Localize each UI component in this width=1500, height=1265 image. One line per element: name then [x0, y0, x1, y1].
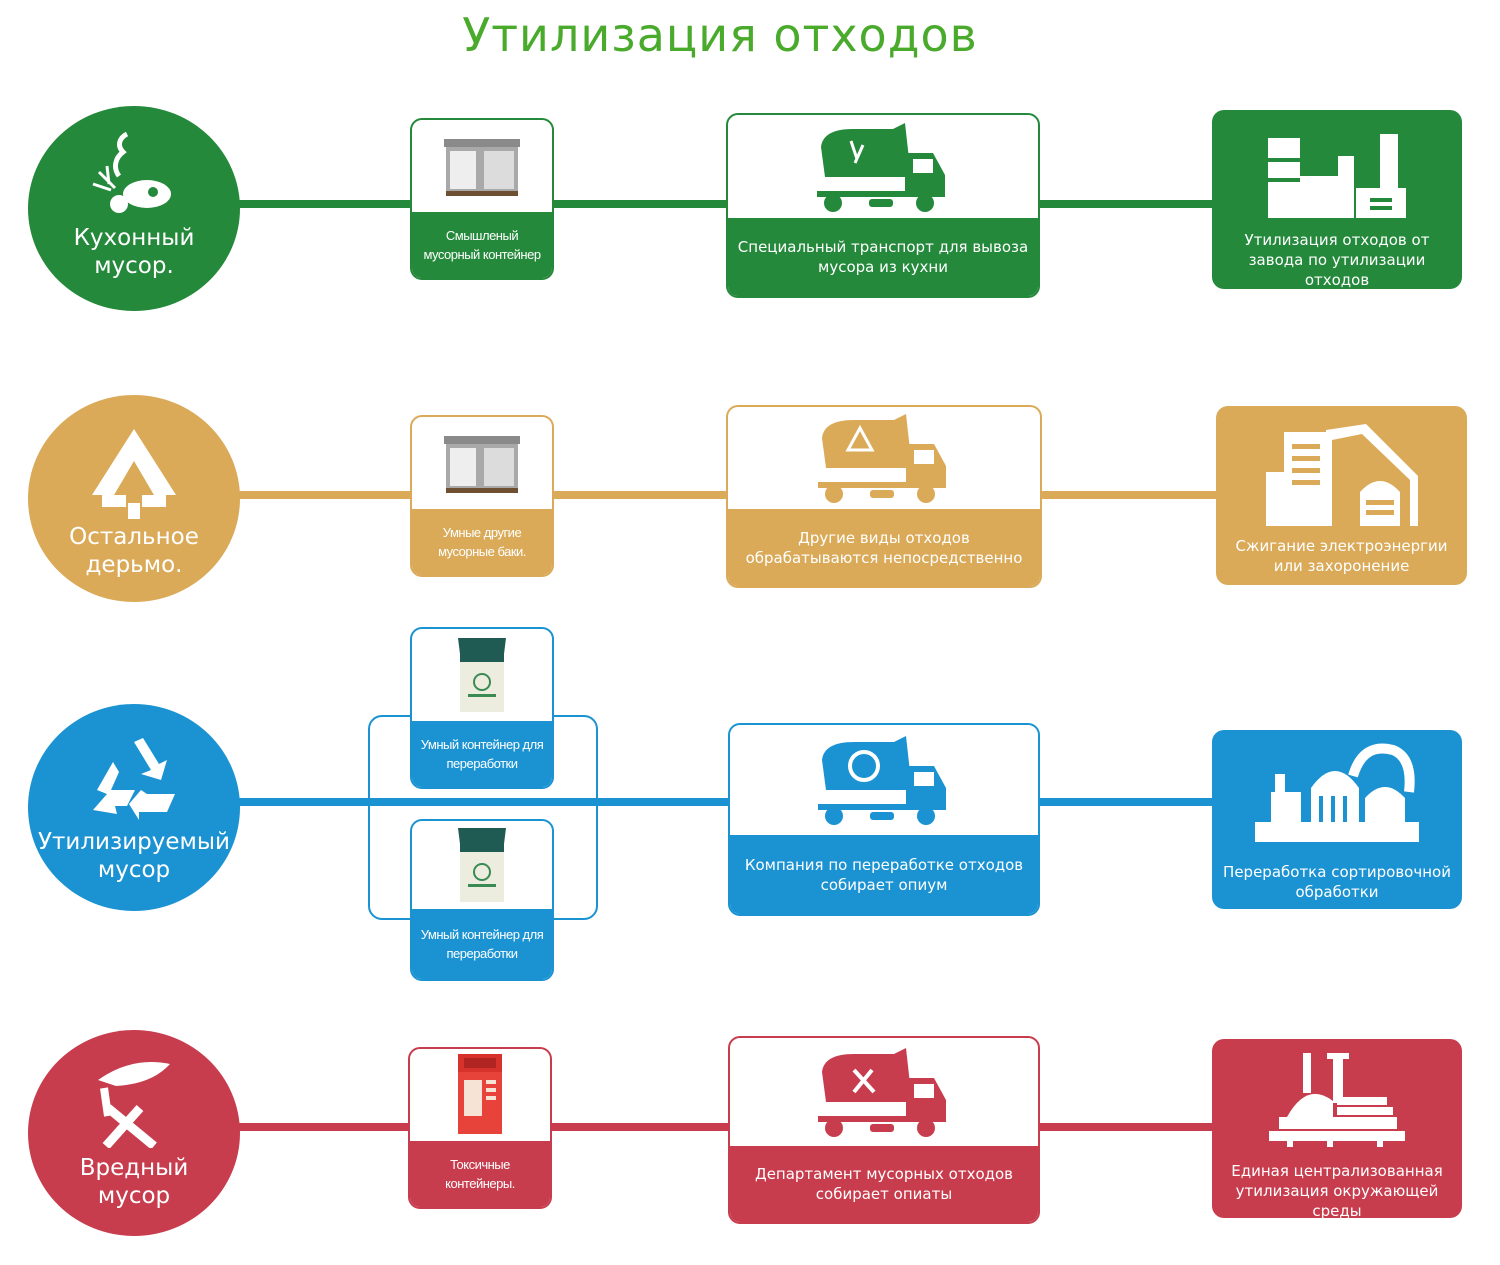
- bin-caption: Смышленый мусорный контейнер: [412, 212, 552, 278]
- transport-caption: Специальный транспорт для вывоза мусора …: [728, 218, 1038, 296]
- building-icon: [1262, 422, 1422, 534]
- destination-card-other[interactable]: Сжигание электроэнергии или захоронение: [1216, 406, 1467, 585]
- garbage-truck-icon: [818, 736, 946, 825]
- category-label-line2: дерьмо.: [85, 552, 183, 578]
- bin-caption: Умные другие мусорные баки.: [412, 509, 552, 575]
- hazard-bottle-icon: [92, 1056, 176, 1152]
- factory-icon: [1262, 128, 1412, 224]
- double-bin-image: [444, 436, 520, 493]
- category-label-line2: мусор.: [94, 253, 174, 279]
- bin-caption: Токсичные контейнеры.: [410, 1141, 550, 1207]
- destination-caption: Сжигание электроэнергии или захоронение: [1235, 537, 1448, 575]
- recycling-bin-image: [458, 828, 506, 902]
- bin-card-other[interactable]: Умные другие мусорные баки.: [410, 415, 554, 577]
- destination-caption: Единая централизованная утилизация окруж…: [1231, 1162, 1443, 1220]
- category-label-line1: Кухонный: [73, 225, 195, 251]
- bin-caption: Умный контейнер для переработки: [412, 909, 552, 979]
- transport-card-hazardous[interactable]: Департамент мусорных отходов собирает оп…: [728, 1036, 1040, 1224]
- destination-caption: Переработка сортировочной обработки: [1223, 863, 1451, 901]
- category-circle-other: Остальное дерьмо.: [28, 395, 240, 602]
- recycle-icon: [89, 736, 179, 826]
- destination-card-hazardous[interactable]: Единая централизованная утилизация окруж…: [1212, 1039, 1462, 1220]
- garbage-truck-icon: [818, 1048, 946, 1137]
- category-label-line2: мусор: [97, 857, 171, 883]
- category-label-line1: Утилизируемый: [37, 829, 230, 855]
- category-circle-recyclable: Утилизируемый мусор: [28, 704, 240, 911]
- transport-caption: Департамент мусорных отходов собирает оп…: [730, 1146, 1038, 1222]
- bin-caption: Умный контейнер для переработки: [412, 721, 552, 787]
- toxic-bin-image: [458, 1054, 502, 1134]
- fishbone-icon: [89, 128, 179, 227]
- chemical-plant-icon: [1267, 1051, 1407, 1153]
- destination-card-kitchen[interactable]: Утилизация отходов от завода по утилизац…: [1212, 110, 1462, 289]
- page-title: Утилизация отходов: [462, 8, 978, 62]
- category-label-line2: мусор: [97, 1183, 171, 1209]
- triangle-arrows-icon: [88, 425, 180, 525]
- transport-card-other[interactable]: Другие виды отходов обрабатываются непос…: [726, 405, 1042, 588]
- bin-card-kitchen[interactable]: Смышленый мусорный контейнер: [410, 118, 554, 280]
- bin-card-recyclable-1[interactable]: Умный контейнер для переработки: [410, 627, 554, 789]
- bin-card-recyclable-2[interactable]: Умный контейнер для переработки: [410, 819, 554, 981]
- transport-card-recyclable[interactable]: Компания по переработке отходов собирает…: [728, 723, 1040, 916]
- destination-card-recyclable[interactable]: Переработка сортировочной обработки: [1212, 730, 1462, 909]
- garbage-truck-icon: [818, 414, 946, 503]
- destination-caption: Утилизация отходов от завода по утилизац…: [1244, 231, 1430, 289]
- category-label-line1: Остальное: [69, 524, 199, 550]
- transport-caption: Компания по переработке отходов собирает…: [730, 835, 1038, 914]
- category-circle-kitchen: Кухонный мусор.: [28, 106, 240, 311]
- recycling-bin-image: [458, 638, 506, 712]
- garbage-truck-icon: [817, 122, 945, 212]
- transport-caption: Другие виды отходов обрабатываются непос…: [728, 509, 1040, 586]
- transport-card-kitchen[interactable]: Специальный транспорт для вывоза мусора …: [726, 113, 1040, 298]
- plant-domes-icon: [1253, 740, 1421, 848]
- category-circle-hazardous: Вредный мусор: [28, 1030, 240, 1236]
- category-label-line1: Вредный: [79, 1155, 189, 1181]
- double-bin-image: [444, 139, 520, 196]
- bin-card-hazardous[interactable]: Токсичные контейнеры.: [408, 1047, 552, 1209]
